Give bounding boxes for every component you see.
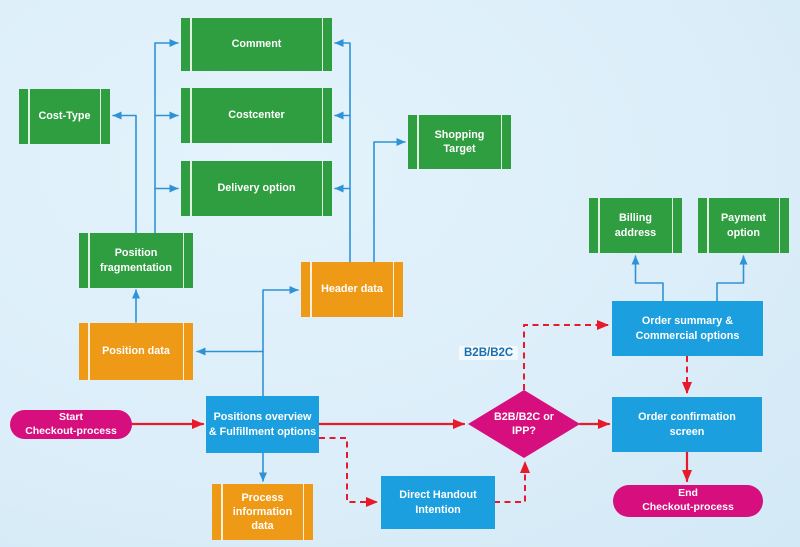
node-shopping-target: Shopping Target [408, 115, 511, 169]
connector-order-summary-to-billing-address [631, 255, 664, 302]
node-costcenter: Costcenter [181, 88, 332, 143]
connector-decision-to-order-summary-dashed [523, 320, 609, 390]
node-label: B2B/B2C or [494, 410, 554, 423]
connector-header-data-to-shopping-target [373, 138, 406, 263]
node-delivery-option: Delivery option [181, 161, 332, 216]
branch-label-b2b-b2c: B2B/B2C [459, 346, 519, 360]
connector-fragmentation-to-comment [154, 39, 179, 234]
node-label: Order confirmation [638, 411, 736, 424]
node-label: Start [59, 410, 83, 423]
node-cost-type: Cost-Type [19, 89, 110, 144]
node-process-information-data: Process information data [212, 484, 313, 540]
node-label: End [678, 487, 698, 500]
node-label: Costcenter [228, 109, 285, 122]
node-label: & Fulfillment options [208, 425, 317, 438]
node-header-data: Header data [301, 262, 403, 317]
node-billing-address: Billing address [589, 198, 682, 253]
node-positions-overview: Positions overview & Fulfillment options [206, 396, 319, 453]
node-label: Process [241, 491, 284, 504]
node-label: Checkout-process [25, 424, 117, 437]
connector-positions-overview-to-direct-handout-dashed [319, 437, 378, 507]
node-position-data: Position data [79, 323, 193, 380]
node-label: Delivery option [217, 182, 296, 195]
node-label: Position [114, 247, 158, 260]
node-label: Header data [321, 283, 383, 296]
node-label: Commercial options [635, 329, 740, 342]
node-label: Order summary & [641, 315, 734, 328]
connector-direct-handout-to-decision-dashed [494, 461, 530, 503]
node-label: Payment [720, 212, 766, 225]
node-label: information [232, 505, 293, 518]
node-label: IPP? [512, 425, 536, 437]
node-label: Direct Handout [399, 489, 477, 502]
node-label: Cost-Type [38, 110, 91, 123]
node-comment: Comment [181, 18, 332, 71]
node-label: fragmentation [100, 261, 172, 274]
node-label: screen [669, 425, 705, 438]
connector-order-summary-to-payment-option [716, 255, 748, 302]
connector-fragmentation-to-cost-type [112, 111, 137, 234]
node-direct-handout-intention: Direct Handout Intention [381, 476, 495, 529]
node-order-confirmation-screen: Order confirmation screen [612, 397, 762, 452]
node-label: option [727, 226, 760, 239]
node-label: Shopping [434, 128, 485, 141]
node-start-checkout-process: Start Checkout-process [10, 410, 132, 439]
node-label: Checkout-process [642, 501, 734, 513]
node-label: data [251, 520, 274, 533]
node-label: address [614, 226, 657, 239]
node-label: Intention [415, 503, 461, 516]
node-payment-option: Payment option [698, 198, 789, 253]
node-label: Position data [102, 345, 170, 358]
node-label: Comment [231, 38, 282, 51]
node-label: Target [443, 143, 476, 155]
node-end-checkout-process: End Checkout-process [613, 485, 763, 517]
node-label: Positions overview [213, 411, 312, 424]
connector-positions-overview-to-header-data [262, 286, 299, 397]
node-label: Billing [619, 212, 652, 225]
node-position-fragmentation: Position fragmentation [79, 233, 193, 288]
connector-header-data-to-comment [334, 39, 351, 263]
node-order-summary: Order summary & Commercial options [612, 301, 763, 356]
